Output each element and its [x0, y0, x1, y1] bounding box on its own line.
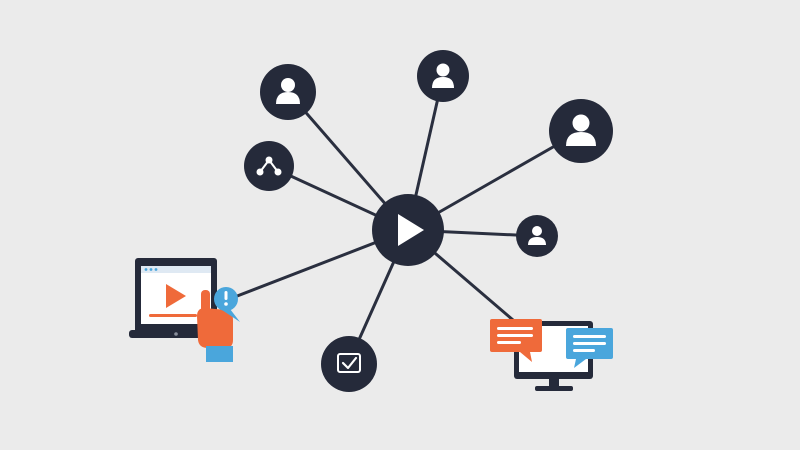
checkbox-icon [337, 353, 361, 373]
center-node [372, 194, 444, 266]
chat-bubble-icon [566, 328, 613, 368]
play-icon [398, 214, 424, 246]
user-icon [566, 114, 596, 146]
user-icon [528, 226, 546, 245]
hand-pointer-icon [197, 290, 233, 362]
tablet-video-icon [129, 258, 240, 362]
monitor-chat-icon [490, 319, 613, 391]
user-node-right-small [516, 215, 558, 257]
play-icon [166, 284, 186, 308]
user-icon [276, 78, 300, 104]
share-icon [256, 156, 282, 176]
notification-bubble-icon [214, 287, 240, 322]
user-node-right-large [549, 99, 613, 163]
checkbox-node [321, 336, 377, 392]
user-node-top [417, 50, 469, 102]
chat-bubble-icon [490, 319, 542, 362]
user-icon [432, 63, 454, 88]
user-node-top-left [260, 64, 316, 120]
share-node [244, 141, 294, 191]
